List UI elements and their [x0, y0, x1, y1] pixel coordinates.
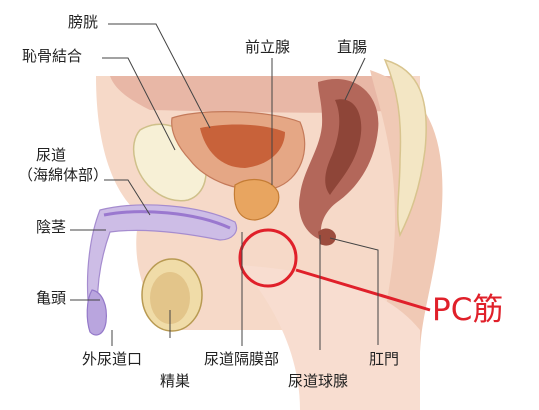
urethra-channel — [103, 210, 231, 230]
label-rectum: 直腸 — [337, 38, 368, 56]
label-pubic-symphysis: 恥骨結合 — [22, 47, 83, 65]
label-penis: 陰茎 — [36, 218, 67, 236]
leader-anus — [329, 237, 379, 345]
label-membranous-urethra: 尿道隔膜部 — [204, 350, 280, 368]
pc-muscle-circle — [238, 228, 298, 288]
label-urethra: 尿道 — [36, 146, 67, 164]
prostate — [233, 178, 280, 221]
label-external-urethral-orifice: 外尿道口 — [82, 350, 143, 368]
label-urethra-sub: （海綿体部） — [18, 166, 109, 184]
label-testis: 精巣 — [160, 372, 191, 390]
label-glans: 亀頭 — [36, 289, 67, 307]
label-anus: 肛門 — [369, 350, 400, 368]
leader-pubic — [102, 57, 176, 151]
bladder-inner — [200, 124, 285, 168]
label-bladder: 膀胱 — [68, 13, 99, 31]
glans — [86, 289, 107, 336]
label-bulbourethral-gland: 尿道球腺 — [288, 372, 349, 390]
label-pc-muscle: PC筋 — [432, 292, 504, 328]
leg — [240, 265, 420, 410]
leader-urethra — [104, 179, 151, 216]
pc-muscle-pointer — [295, 268, 431, 312]
anus — [318, 228, 336, 246]
rectum-inner — [325, 99, 362, 195]
leader-rectum — [344, 57, 366, 101]
testis-inner — [150, 272, 190, 324]
sacrum — [383, 58, 427, 238]
leader-bladder — [108, 23, 211, 129]
label-prostate: 前立腺 — [245, 38, 291, 56]
